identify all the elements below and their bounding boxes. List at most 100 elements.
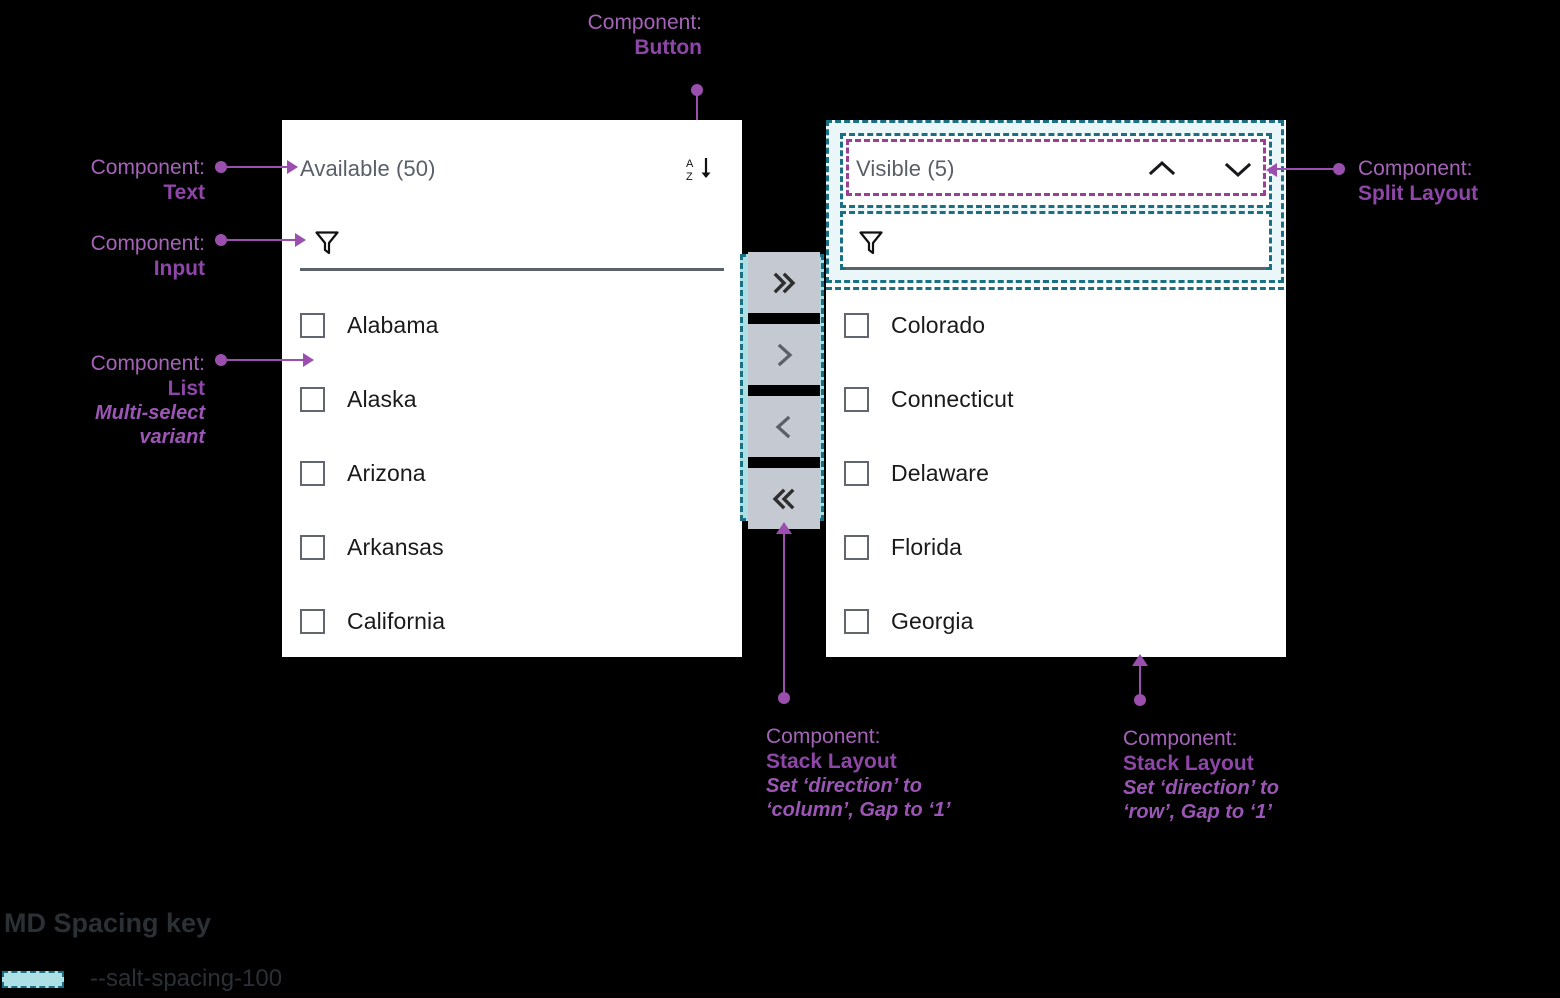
annotation-stack-row-lead: Component:: [1123, 727, 1238, 750]
list-item[interactable]: Arizona: [300, 436, 724, 510]
move-all-right-button[interactable]: [748, 252, 820, 313]
annotation-stack-row: Component: Stack Layout Set ‘direction’ …: [1123, 726, 1423, 824]
checkbox[interactable]: [300, 386, 325, 412]
chevron-up-icon: [1148, 160, 1176, 176]
annotation-button-line: [696, 92, 698, 134]
list-item-label: Connecticut: [891, 385, 1014, 412]
checkbox[interactable]: [300, 312, 325, 338]
visible-panel-header: Visible (5): [856, 150, 1258, 188]
annotation-list: Component: List Multi-select variant: [0, 351, 205, 449]
stack-gap: [748, 457, 820, 468]
annotation-text-name: Text: [163, 181, 205, 205]
spacing-key-title: MD Spacing key: [4, 908, 212, 938]
list-item-label: California: [347, 607, 446, 634]
list-item[interactable]: Arkansas: [300, 510, 724, 584]
annotation-stack-row-line: [1139, 664, 1141, 698]
annotation-split-layout-line: [1277, 168, 1337, 170]
list-item[interactable]: Colorado: [844, 288, 1268, 362]
list-item[interactable]: Delaware: [844, 436, 1268, 510]
visible-filter-input[interactable]: [856, 222, 1258, 266]
list-item[interactable]: Georgia: [844, 584, 1268, 658]
spacing-key-token: --salt-spacing-100: [90, 965, 283, 992]
checkbox[interactable]: [844, 534, 869, 560]
annotation-list-arrowhead: [303, 353, 314, 367]
svg-text:Z: Z: [686, 171, 693, 183]
move-right-button[interactable]: [748, 324, 820, 385]
available-filter-input[interactable]: [312, 222, 716, 266]
list-item-label: Arizona: [347, 459, 426, 486]
available-filter-underline: [300, 268, 724, 271]
checkbox[interactable]: [844, 312, 869, 338]
annotation-split-layout-lead: Component:: [1358, 157, 1473, 180]
move-down-button[interactable]: [1218, 152, 1258, 186]
annotation-split-layout: Component: Split Layout: [1358, 156, 1560, 206]
annotation-text-dot: [215, 161, 227, 173]
visible-filter-underline: [846, 267, 1266, 270]
list-item[interactable]: Alaska: [300, 362, 724, 436]
annotation-split-layout-dot: [1333, 163, 1345, 175]
list-item[interactable]: Florida: [844, 510, 1268, 584]
annotation-text: Component: Text: [0, 155, 205, 205]
chevron-left-icon: [775, 415, 791, 438]
annotation-stack-column-line: [783, 530, 785, 695]
chevrons-right-icon: [773, 272, 796, 293]
stack-gap: [748, 313, 820, 324]
available-panel-header: Available (50) A Z: [300, 150, 716, 188]
annotation-list-lead: Component:: [90, 352, 205, 375]
svg-text:A: A: [686, 158, 694, 170]
visible-list-spacing-divider: [826, 287, 1284, 290]
list-item[interactable]: Alabama: [300, 288, 724, 362]
checkbox[interactable]: [300, 460, 325, 486]
annotation-stack-column-name: Stack Layout: [766, 750, 897, 774]
list-item-label: Arkansas: [347, 533, 444, 560]
annotation-stack-column-arrowhead: [776, 522, 792, 534]
annotation-button-dot: [691, 84, 703, 96]
annotation-stack-column-lead: Component:: [766, 725, 881, 748]
list-item-label: Alabama: [347, 311, 439, 338]
chevron-down-icon: [1224, 162, 1252, 178]
filter-funnel-icon: [312, 227, 342, 262]
annotation-stack-column-dot: [778, 692, 790, 704]
annotation-stack-column-sub-2: ‘column’, Gap to ‘1’: [766, 799, 951, 822]
list-item[interactable]: California: [300, 584, 724, 658]
list-item[interactable]: Connecticut: [844, 362, 1268, 436]
annotation-list-sub-2: variant: [139, 426, 205, 449]
visible-list[interactable]: Colorado Connecticut Delaware Florida Ge…: [844, 288, 1268, 658]
annotation-stack-row-name: Stack Layout: [1123, 752, 1254, 776]
visible-panel-title: Visible (5): [856, 156, 955, 181]
annotation-input-line: [223, 239, 297, 241]
list-item-label: Alaska: [347, 385, 417, 412]
checkbox[interactable]: [844, 608, 869, 634]
list-item-label: Delaware: [891, 459, 989, 486]
annotation-text-line: [223, 166, 289, 168]
available-list[interactable]: Alabama Alaska Arizona Arkansas Californ…: [300, 288, 724, 658]
move-up-button[interactable]: [1142, 152, 1182, 186]
checkbox[interactable]: [300, 534, 325, 560]
annotation-split-layout-name: Split Layout: [1358, 182, 1479, 206]
annotation-input-lead: Component:: [90, 232, 205, 255]
split-layout-overlay: [846, 139, 1266, 196]
sort-az-descending-icon[interactable]: A Z: [682, 152, 716, 186]
move-left-button[interactable]: [748, 396, 820, 457]
annotation-list-line: [223, 359, 305, 361]
annotation-button-name: Button: [634, 36, 702, 60]
annotation-input: Component: Input: [0, 231, 205, 281]
checkbox[interactable]: [300, 608, 325, 634]
checkbox[interactable]: [844, 460, 869, 486]
available-panel-title: Available (50): [300, 156, 436, 181]
visible-panel-actions: [1142, 152, 1258, 186]
checkbox[interactable]: [844, 386, 869, 412]
annotation-stack-row-dot: [1134, 694, 1146, 706]
annotation-button-lead: Component:: [587, 11, 702, 34]
list-item-label: Georgia: [891, 607, 974, 634]
annotation-list-name: List: [167, 377, 205, 401]
annotation-text-lead: Component:: [90, 156, 205, 179]
annotation-stack-row-sub-2: ‘row’, Gap to ‘1’: [1123, 801, 1272, 824]
list-item-label: Colorado: [891, 311, 986, 338]
annotation-input-arrowhead: [295, 233, 306, 247]
move-all-left-button[interactable]: [748, 468, 820, 529]
available-panel: [282, 120, 742, 657]
annotation-split-layout-arrowhead: [1266, 163, 1277, 177]
annotation-text-arrowhead: [287, 160, 298, 174]
